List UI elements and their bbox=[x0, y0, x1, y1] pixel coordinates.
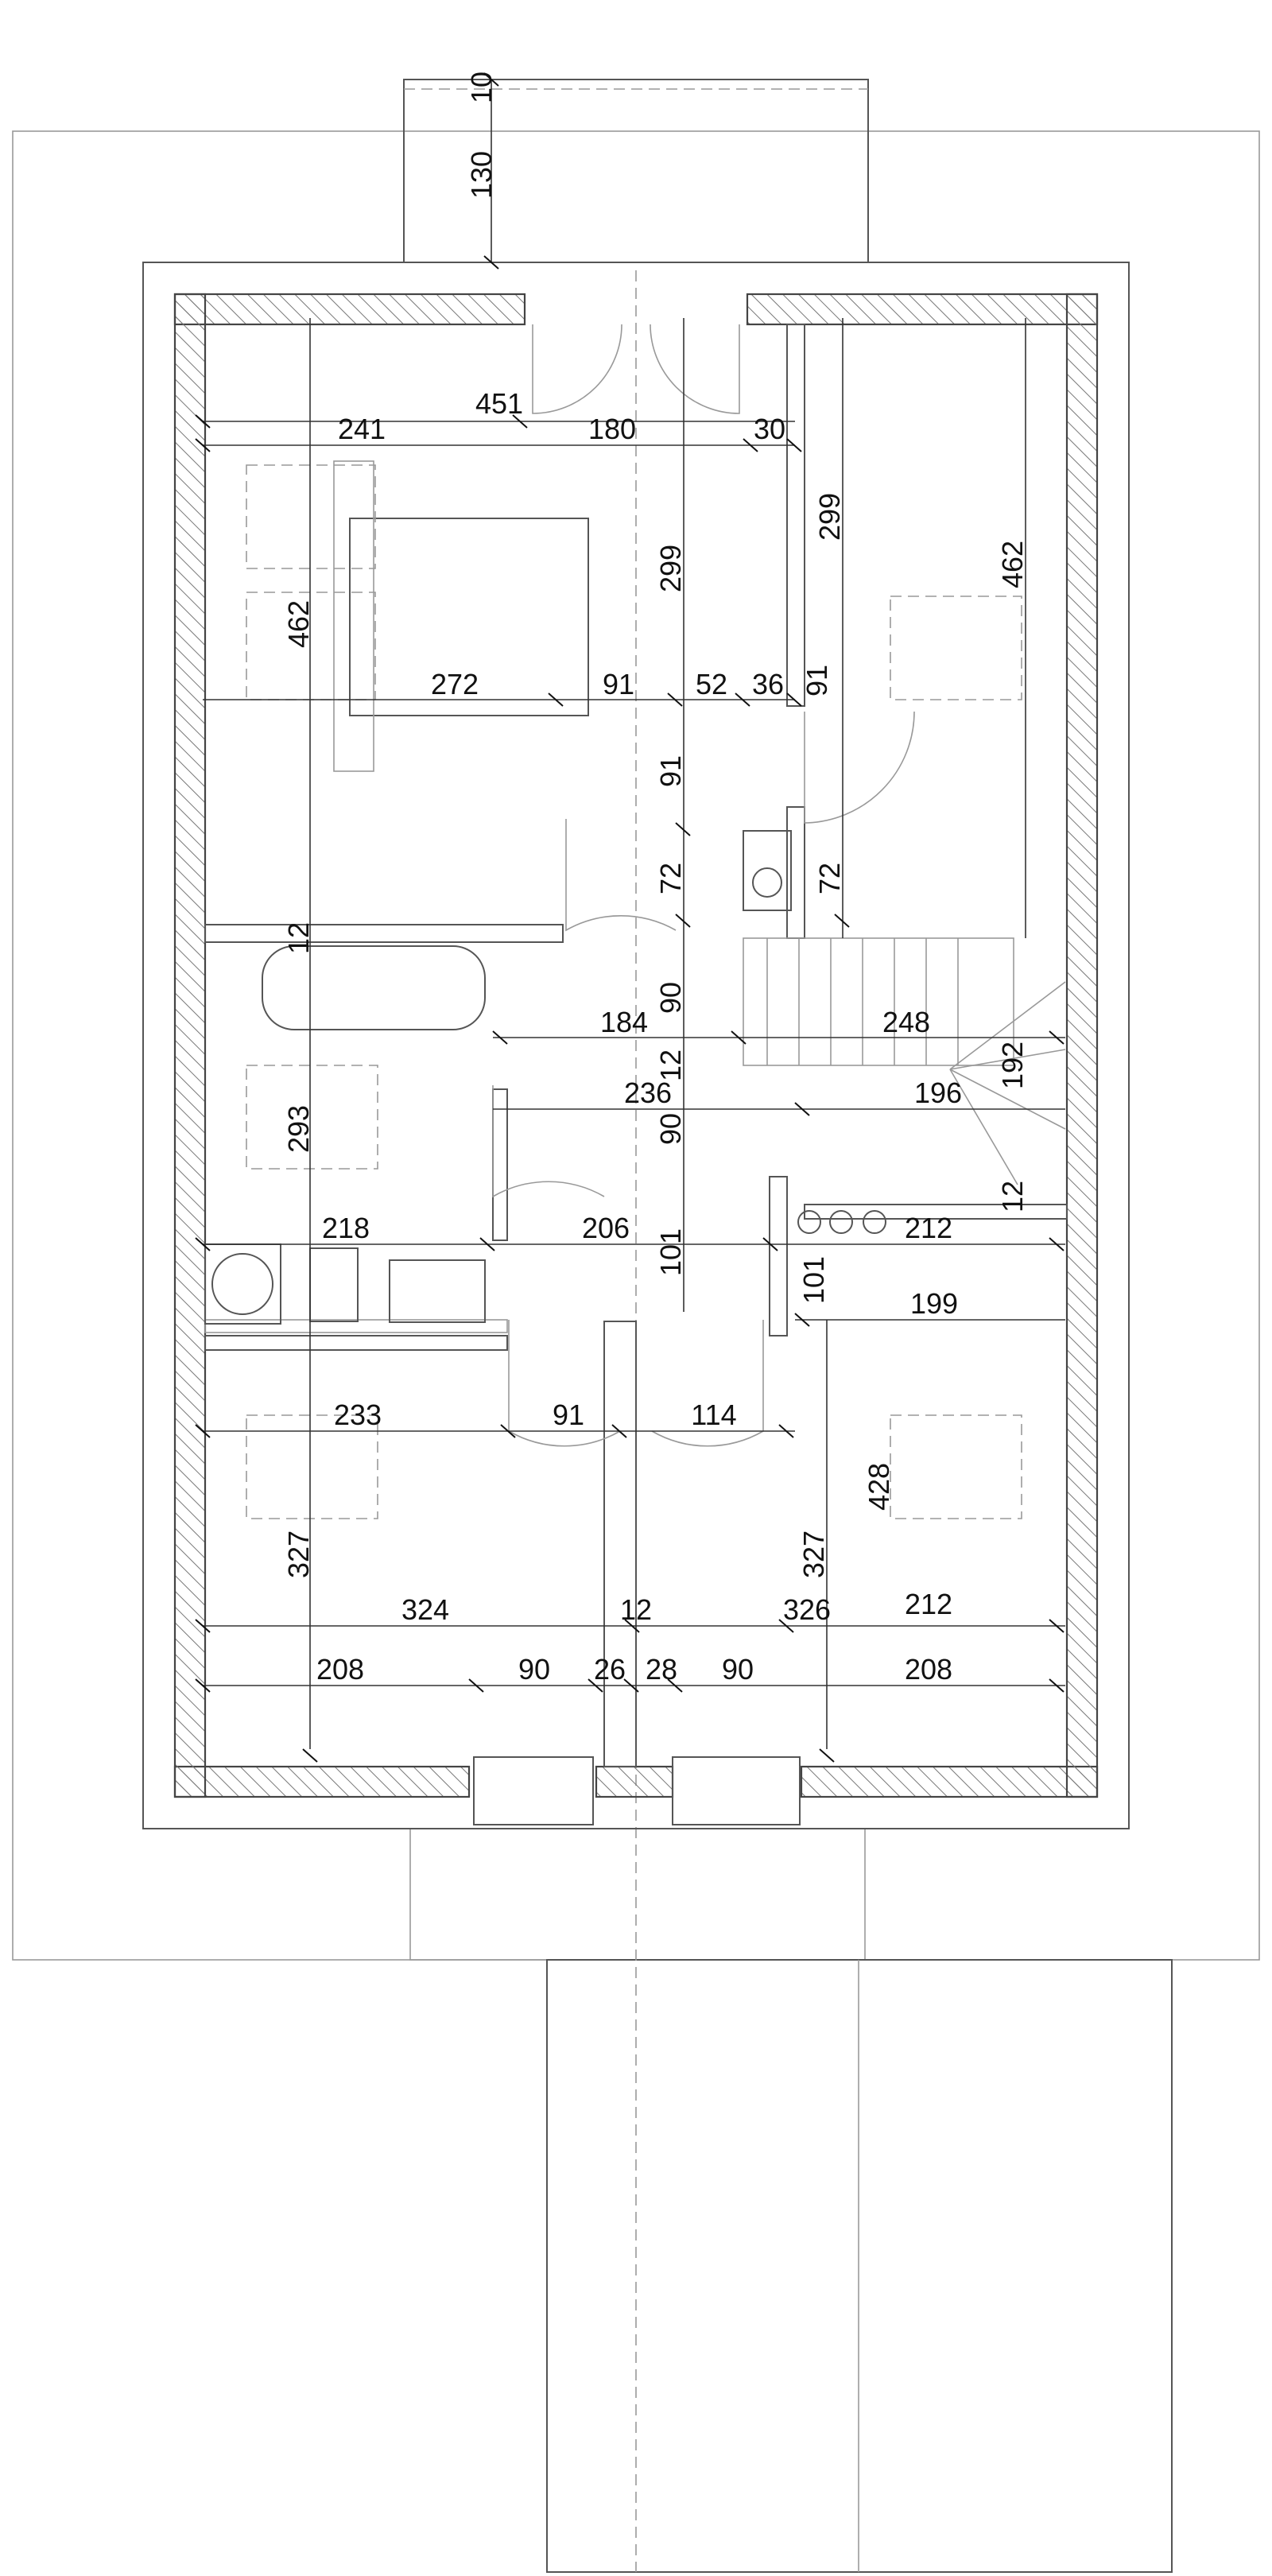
toilet bbox=[309, 1247, 359, 1322]
dim-label: 91 bbox=[801, 665, 833, 696]
dim-label: 101 bbox=[654, 1228, 687, 1276]
dim-label: 199 bbox=[910, 1287, 958, 1320]
boiler bbox=[743, 830, 792, 911]
washbasin bbox=[389, 1259, 486, 1323]
dim-label: 212 bbox=[905, 1212, 952, 1244]
dim-label: 326 bbox=[783, 1593, 831, 1626]
dim-label: 114 bbox=[691, 1399, 736, 1431]
dim-label: 206 bbox=[582, 1212, 630, 1244]
dim-label: 72 bbox=[654, 863, 687, 894]
dimension-labels: 10 130 451 241 180 30 299 299 462 462 27… bbox=[282, 72, 1029, 1686]
dim-label: 208 bbox=[316, 1653, 364, 1686]
dim-label: 272 bbox=[431, 668, 479, 700]
dim-label: 327 bbox=[282, 1530, 315, 1578]
dim-label: 327 bbox=[797, 1530, 830, 1578]
interior-walls bbox=[204, 324, 1068, 1767]
dim-label: 196 bbox=[914, 1077, 962, 1109]
dim-label: 12 bbox=[654, 1049, 687, 1081]
dim-label: 91 bbox=[654, 755, 687, 787]
dim-label: 36 bbox=[752, 668, 784, 700]
dim-label: 10 bbox=[465, 72, 498, 103]
dim-label: 233 bbox=[334, 1399, 382, 1431]
dim-label: 91 bbox=[553, 1399, 584, 1431]
dimension-lines bbox=[203, 80, 1065, 1749]
skylights bbox=[246, 464, 1022, 1519]
dim-label: 12 bbox=[996, 1181, 1029, 1212]
doors bbox=[492, 324, 915, 1447]
dim-label: 212 bbox=[905, 1588, 952, 1620]
dim-label: 90 bbox=[654, 982, 687, 1014]
dim-label: 12 bbox=[282, 922, 315, 954]
dim-label: 248 bbox=[882, 1006, 930, 1038]
dim-label: 218 bbox=[322, 1212, 370, 1244]
dim-label: 462 bbox=[996, 541, 1029, 588]
dim-label: 26 bbox=[594, 1653, 626, 1686]
washing-machine bbox=[204, 1243, 281, 1325]
dim-label: 91 bbox=[603, 668, 634, 700]
dim-label: 130 bbox=[465, 151, 498, 199]
dim-label: 90 bbox=[518, 1653, 550, 1686]
dim-label: 90 bbox=[722, 1653, 754, 1686]
bathtub bbox=[262, 945, 486, 1030]
staircase bbox=[743, 937, 1066, 1185]
dim-label: 180 bbox=[588, 413, 636, 445]
dim-label: 299 bbox=[813, 493, 846, 541]
dim-label: 101 bbox=[797, 1256, 830, 1304]
dim-label: 428 bbox=[863, 1463, 895, 1511]
dim-label: 30 bbox=[754, 413, 785, 445]
dim-label: 293 bbox=[282, 1105, 315, 1153]
dim-label: 90 bbox=[654, 1113, 687, 1145]
dimension-ticks bbox=[195, 72, 1065, 1763]
dim-label: 208 bbox=[905, 1653, 952, 1686]
dim-label: 324 bbox=[401, 1593, 449, 1626]
dim-label: 299 bbox=[654, 545, 687, 592]
dim-label: 28 bbox=[646, 1653, 677, 1686]
dim-label: 52 bbox=[696, 668, 727, 700]
dim-label: 12 bbox=[620, 1593, 652, 1626]
dim-label: 192 bbox=[996, 1042, 1029, 1089]
dim-label: 462 bbox=[282, 600, 315, 648]
exterior-walls bbox=[173, 293, 1099, 1798]
dim-label: 236 bbox=[624, 1077, 672, 1109]
dim-label: 241 bbox=[338, 413, 386, 445]
dim-label: 184 bbox=[600, 1006, 648, 1038]
dim-label: 451 bbox=[475, 387, 523, 420]
dim-label: 72 bbox=[813, 863, 846, 894]
outer-contour bbox=[142, 262, 1130, 1829]
